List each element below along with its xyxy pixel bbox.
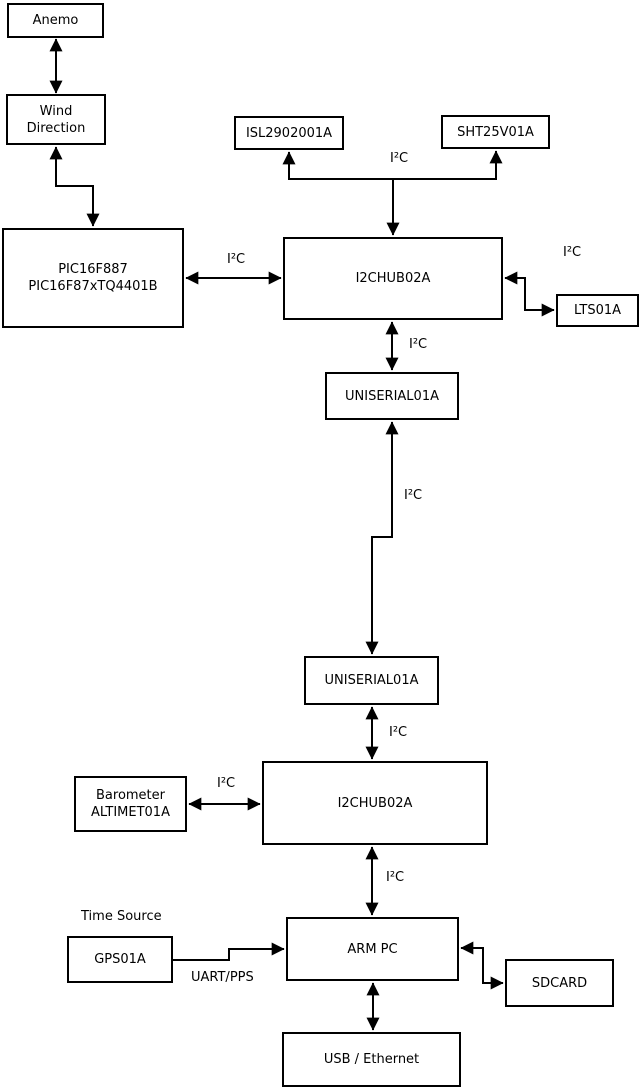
- label-i2c-uniserial-hub: I²C: [389, 725, 408, 740]
- label-i2c-hub-uniserial: I²C: [409, 337, 428, 352]
- node-pic-line2: PIC16F87xTQ4401B: [28, 279, 158, 294]
- node-pic-line1: PIC16F887: [58, 262, 128, 277]
- label-i2c-sensor-bus: I²C: [390, 151, 409, 166]
- node-barometer-line2: ALTIMET01A: [91, 805, 170, 820]
- node-wind-direction-line2: Direction: [26, 120, 86, 136]
- connector-wind-pic: [49, 146, 100, 227]
- node-isl-sensor: ISL2902001A: [234, 116, 344, 150]
- node-arm-pc: ARM PC: [286, 917, 459, 981]
- node-wind-direction: Wind Direction: [6, 94, 106, 145]
- node-gps: GPS01A: [67, 936, 173, 983]
- node-barometer-line1: Barometer: [96, 788, 165, 803]
- node-anemo: Anemo: [7, 3, 104, 38]
- node-sdcard: SDCARD: [505, 959, 614, 1007]
- node-sht-label: SHT25V01A: [457, 124, 534, 140]
- connector-gps-armpc: [173, 942, 285, 961]
- connector-uniserial-long-link: [365, 421, 399, 655]
- node-pic-controller: PIC16F887 PIC16F87xTQ4401B: [2, 228, 184, 328]
- node-sht-sensor: SHT25V01A: [441, 115, 550, 149]
- node-usb-ethernet: USB / Ethernet: [282, 1032, 461, 1087]
- node-anemo-label: Anemo: [32, 13, 79, 28]
- node-uniserial-lower: UNISERIAL01A: [304, 656, 439, 705]
- node-i2c-hub-upper-label: I2CHUB02A: [355, 271, 431, 286]
- label-i2c-barometer-hub: I²C: [217, 776, 236, 791]
- connector-hub-lts: [504, 271, 555, 317]
- node-uniserial-upper-label: UNISERIAL01A: [345, 388, 439, 404]
- node-arm-pc-label: ARM PC: [347, 941, 398, 957]
- node-lts-label: LTS01A: [573, 303, 622, 318]
- node-uniserial-upper: UNISERIAL01A: [325, 372, 459, 420]
- node-lts-sensor: LTS01A: [556, 294, 639, 327]
- node-isl-label: ISL2902001A: [245, 125, 333, 141]
- node-wind-direction-line1: Wind: [39, 103, 73, 119]
- node-i2c-hub-upper: I2CHUB02A: [283, 237, 503, 320]
- label-i2c-hub-armpc: I²C: [386, 870, 405, 885]
- node-barometer: Barometer ALTIMET01A: [74, 776, 187, 832]
- node-sdcard-label: SDCARD: [531, 975, 588, 991]
- node-gps-label: GPS01A: [94, 952, 146, 967]
- node-i2c-hub-lower: I2CHUB02A: [262, 761, 488, 845]
- label-uart-pps: UART/PPS: [191, 970, 254, 985]
- connector-armpc-sdcard: [460, 941, 504, 990]
- label-i2c-pic-hub: I²C: [227, 252, 246, 267]
- label-i2c-long-link: I²C: [404, 488, 423, 503]
- label-time-source: Time Source: [81, 909, 162, 924]
- label-i2c-hub-lts: I²C: [563, 245, 582, 260]
- node-uniserial-lower-label: UNISERIAL01A: [324, 673, 419, 688]
- node-usb-ethernet-label: USB / Ethernet: [323, 1052, 420, 1067]
- node-i2c-hub-lower-label: I2CHUB02A: [337, 795, 413, 811]
